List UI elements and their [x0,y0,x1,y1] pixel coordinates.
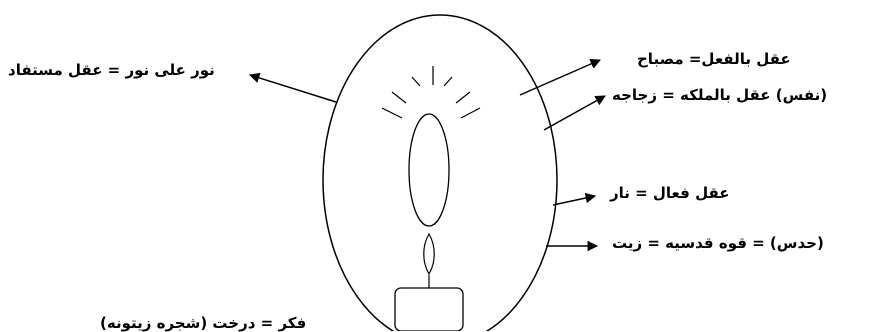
light-rays [381,66,481,119]
flame-shape [423,232,435,276]
label-nar: عقل فعال = نار [610,184,730,202]
arrow-right-1 [519,58,601,96]
arrow-left [248,72,337,103]
label-zayt: (حدس) = قوه قدسیه = زیت [612,234,824,252]
label-fikr-tree: فکر = درخت (شجره زیتونه) [100,314,307,332]
label-misbah: عقل بالفعل= مصباح [637,50,791,68]
oil-vessel-shape [394,287,464,331]
arrow-right-3 [552,192,597,206]
label-noor-ala-noor: نور علی نور = عقل مستفاد [8,61,215,79]
label-zujajah: (نفس) عقل بالملکه = زجاجه [612,86,828,104]
arrow-right-2 [543,95,606,131]
niche-oval [322,14,558,331]
lamp-glass-shape [408,113,450,227]
